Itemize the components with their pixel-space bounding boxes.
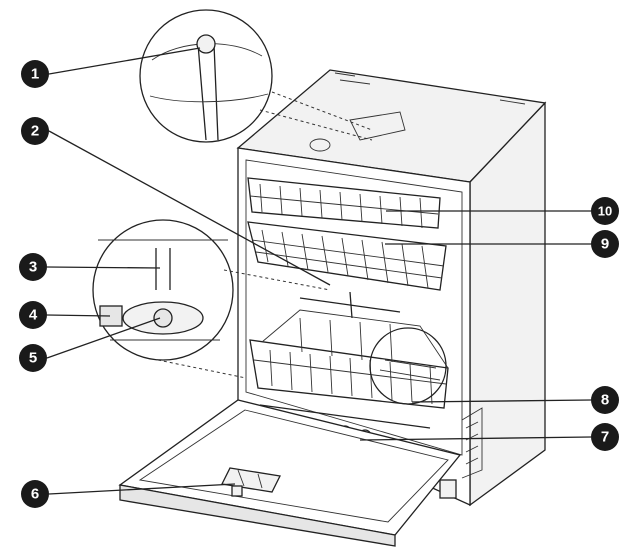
callout-8-label: 8 [601, 392, 609, 409]
callout-2: 2 [21, 117, 49, 145]
callout-10: 10 [591, 197, 619, 225]
callout-8: 8 [591, 386, 619, 414]
callout-10-label: 10 [598, 204, 612, 219]
leader-lines [46, 47, 592, 495]
callout-2-label: 2 [31, 123, 39, 140]
callout-4: 4 [19, 301, 47, 329]
callout-5-label: 5 [29, 350, 37, 367]
upper-basket [247, 221, 447, 291]
callout-7: 7 [591, 423, 619, 451]
open-door [118, 399, 462, 547]
callout-4-label: 4 [29, 307, 38, 324]
callout-9: 9 [591, 230, 619, 258]
callout-6: 6 [21, 480, 49, 508]
callout-3: 3 [19, 253, 47, 281]
lower-basket [249, 309, 449, 409]
callout-3-label: 3 [29, 259, 37, 276]
detail-circle-left [92, 219, 331, 379]
callout-7-label: 7 [601, 429, 609, 446]
callout-1-label: 1 [31, 66, 39, 83]
callout-5: 5 [19, 344, 47, 372]
callout-1: 1 [21, 60, 49, 88]
callout-6-label: 6 [31, 486, 39, 503]
callout-9-label: 9 [601, 236, 609, 253]
upper-spray-arm [299, 291, 401, 319]
